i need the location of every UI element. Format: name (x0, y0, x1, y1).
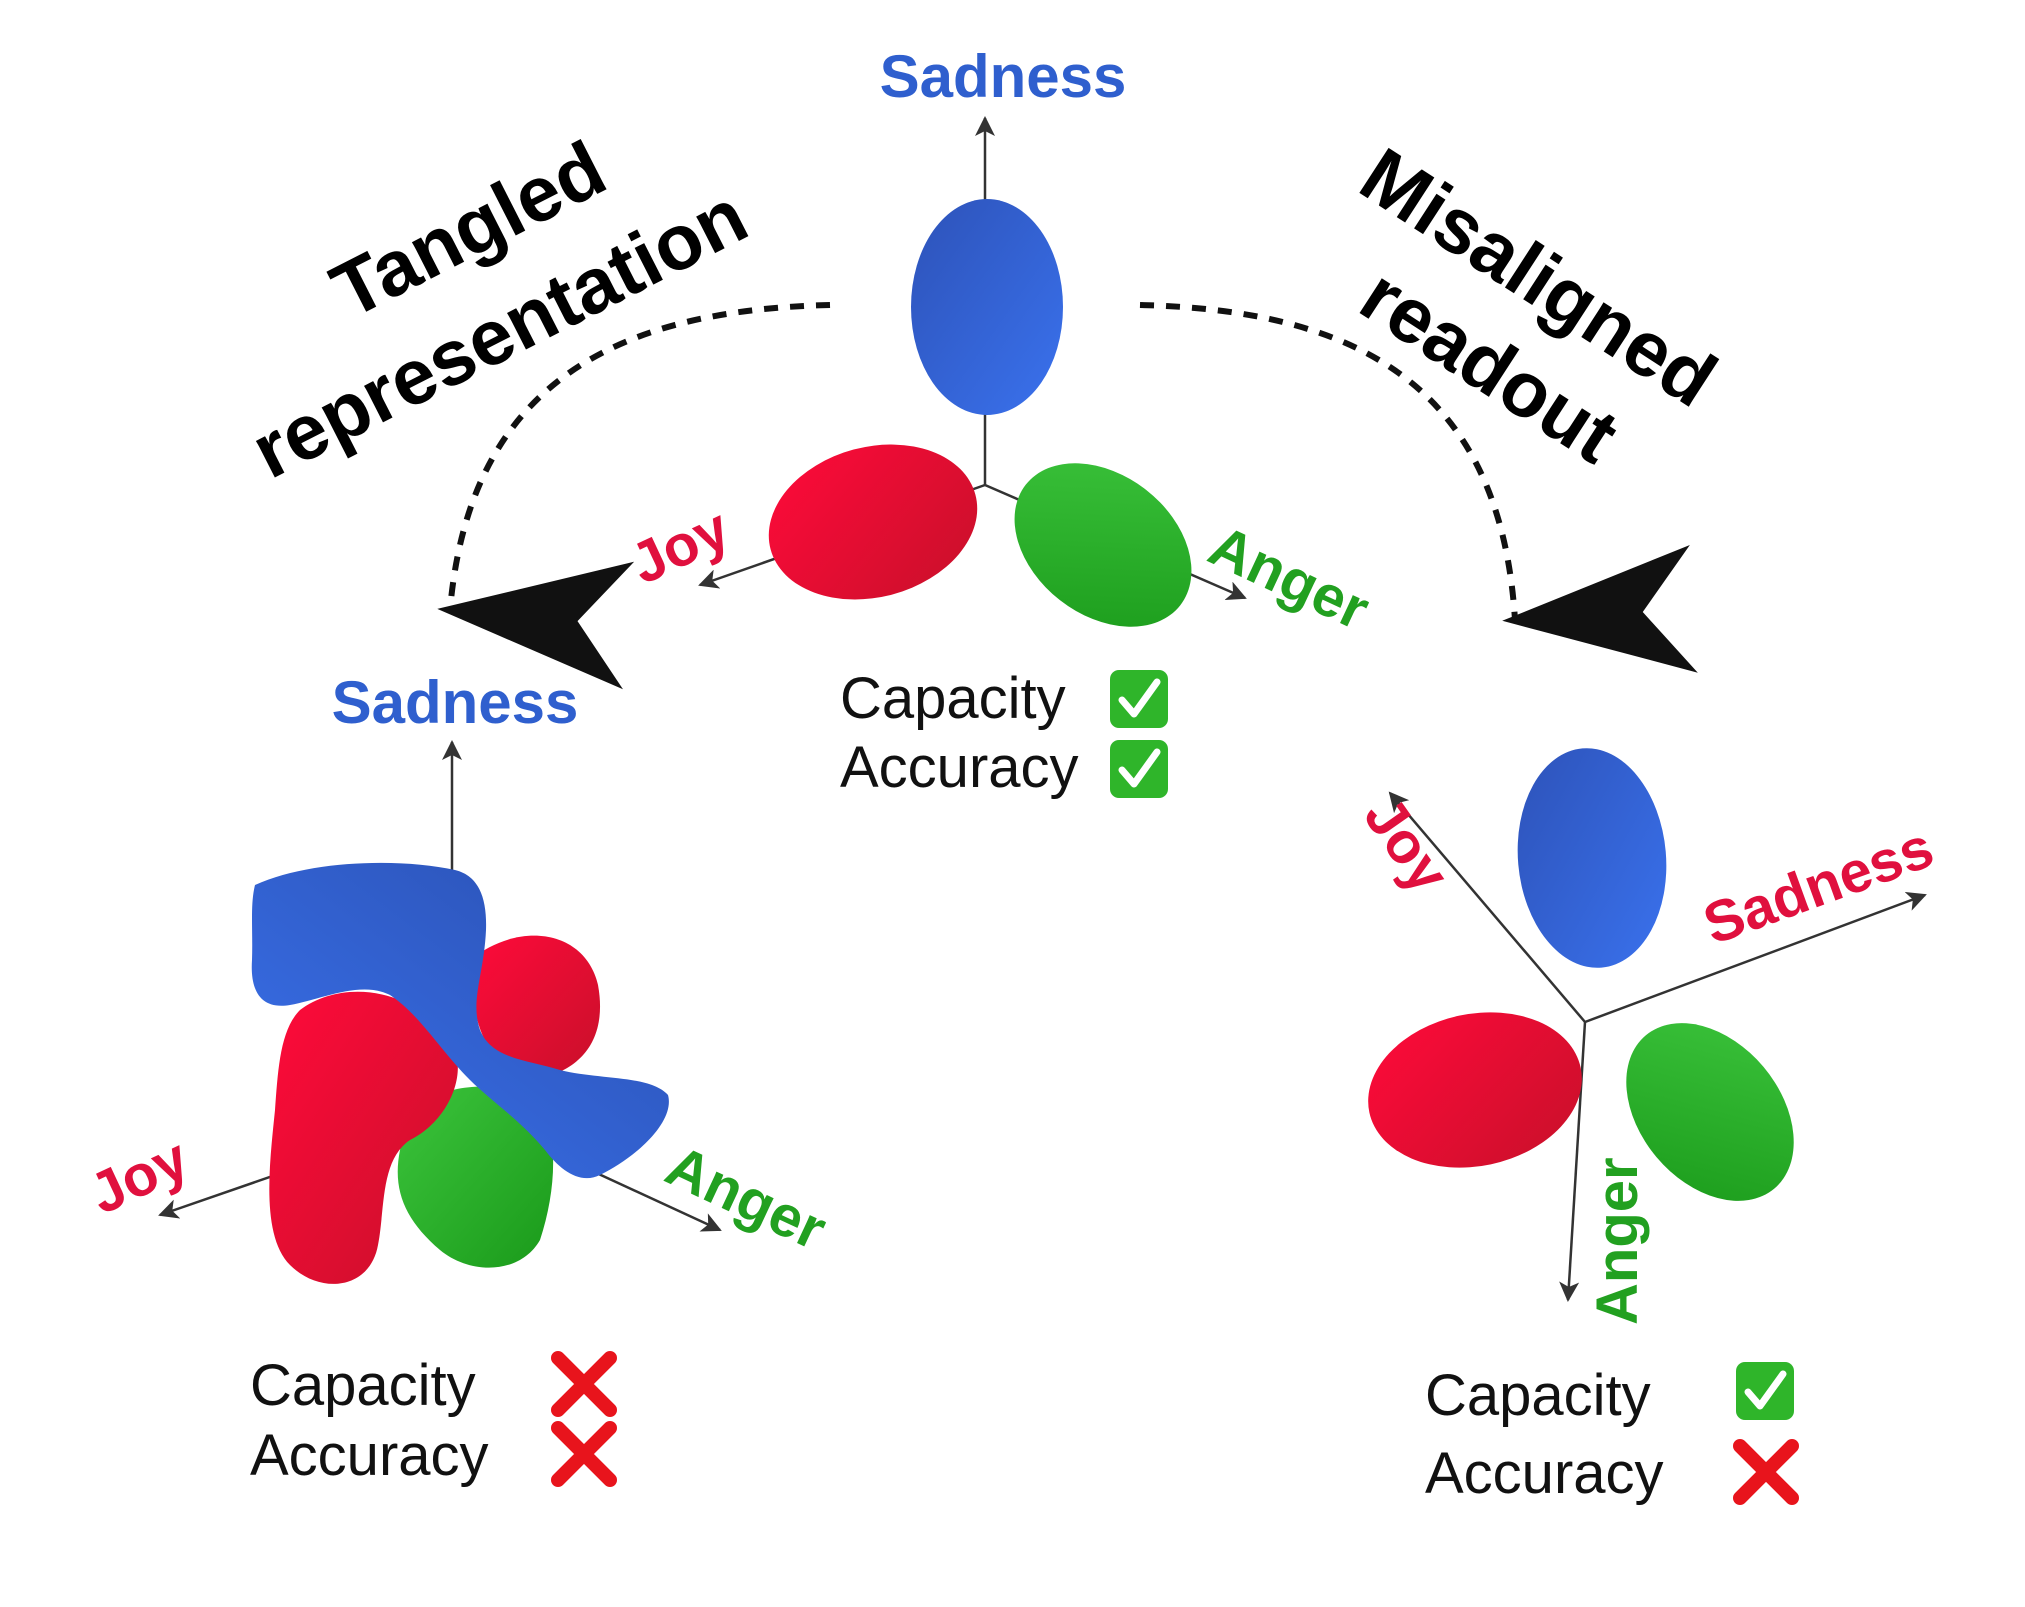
top-capacity-check-icon (1110, 670, 1168, 728)
top-accuracy-label: Accuracy (840, 735, 1079, 800)
tangled-title: Tangled representation (238, 124, 761, 496)
right-joy-label: Joy (1351, 785, 1462, 904)
top-anger-blob (1014, 463, 1192, 627)
left-capacity-cross-icon (551, 1351, 617, 1417)
right-anger-axis (1559, 1021, 1587, 1302)
misaligned-transition-arrow (1139, 302, 1698, 673)
top-panel: Sadness Joy Anger Capacity Accuracy (621, 43, 1379, 800)
right-sadness-axis (1584, 891, 1927, 1024)
top-anger-label: Anger (1200, 513, 1379, 643)
left-accuracy-label: Accuracy (250, 1423, 489, 1488)
top-sadness-blob (911, 199, 1063, 415)
top-joy-blob (768, 444, 978, 600)
left-anger-axis (589, 1168, 722, 1232)
right-joy-axis (1388, 791, 1586, 1023)
left-sadness-blob (251, 862, 669, 1179)
misaligned-title: Misaligned readout (1346, 130, 1732, 480)
right-joy-blob (1368, 1012, 1582, 1168)
left-joy-blob-lobe (470, 935, 601, 1079)
right-accuracy-label: Accuracy (1425, 1441, 1664, 1506)
left-joy-blob (269, 991, 458, 1284)
left-joy-axis (158, 1168, 291, 1219)
left-anger-label: Anger (657, 1133, 836, 1263)
left-capacity-label: Capacity (250, 1353, 476, 1418)
right-capacity-check-icon (1736, 1362, 1794, 1420)
right-capacity-label: Capacity (1425, 1363, 1651, 1428)
top-capacity-label: Capacity (840, 666, 1066, 731)
right-panel: Joy Sadness Anger Capacity Accuracy (1351, 748, 1942, 1506)
left-sadness-label: Sadness (332, 669, 579, 736)
right-accuracy-cross-icon (1733, 1439, 1799, 1505)
left-anger-blob (397, 1086, 554, 1268)
top-sadness-label: Sadness (880, 43, 1127, 110)
right-anger-blob (1626, 1023, 1794, 1201)
left-joy-label: Joy (80, 1126, 198, 1227)
left-accuracy-cross-icon (551, 1421, 617, 1487)
tangled-transition-arrow (437, 302, 831, 690)
right-anger-label: Anger (1585, 1157, 1650, 1325)
top-joy-label: Joy (621, 496, 739, 597)
right-sadness-blob (1517, 748, 1667, 968)
left-panel: Sadness Joy Anger Capacity Accuracy (80, 669, 836, 1488)
top-accuracy-check-icon (1110, 740, 1168, 798)
